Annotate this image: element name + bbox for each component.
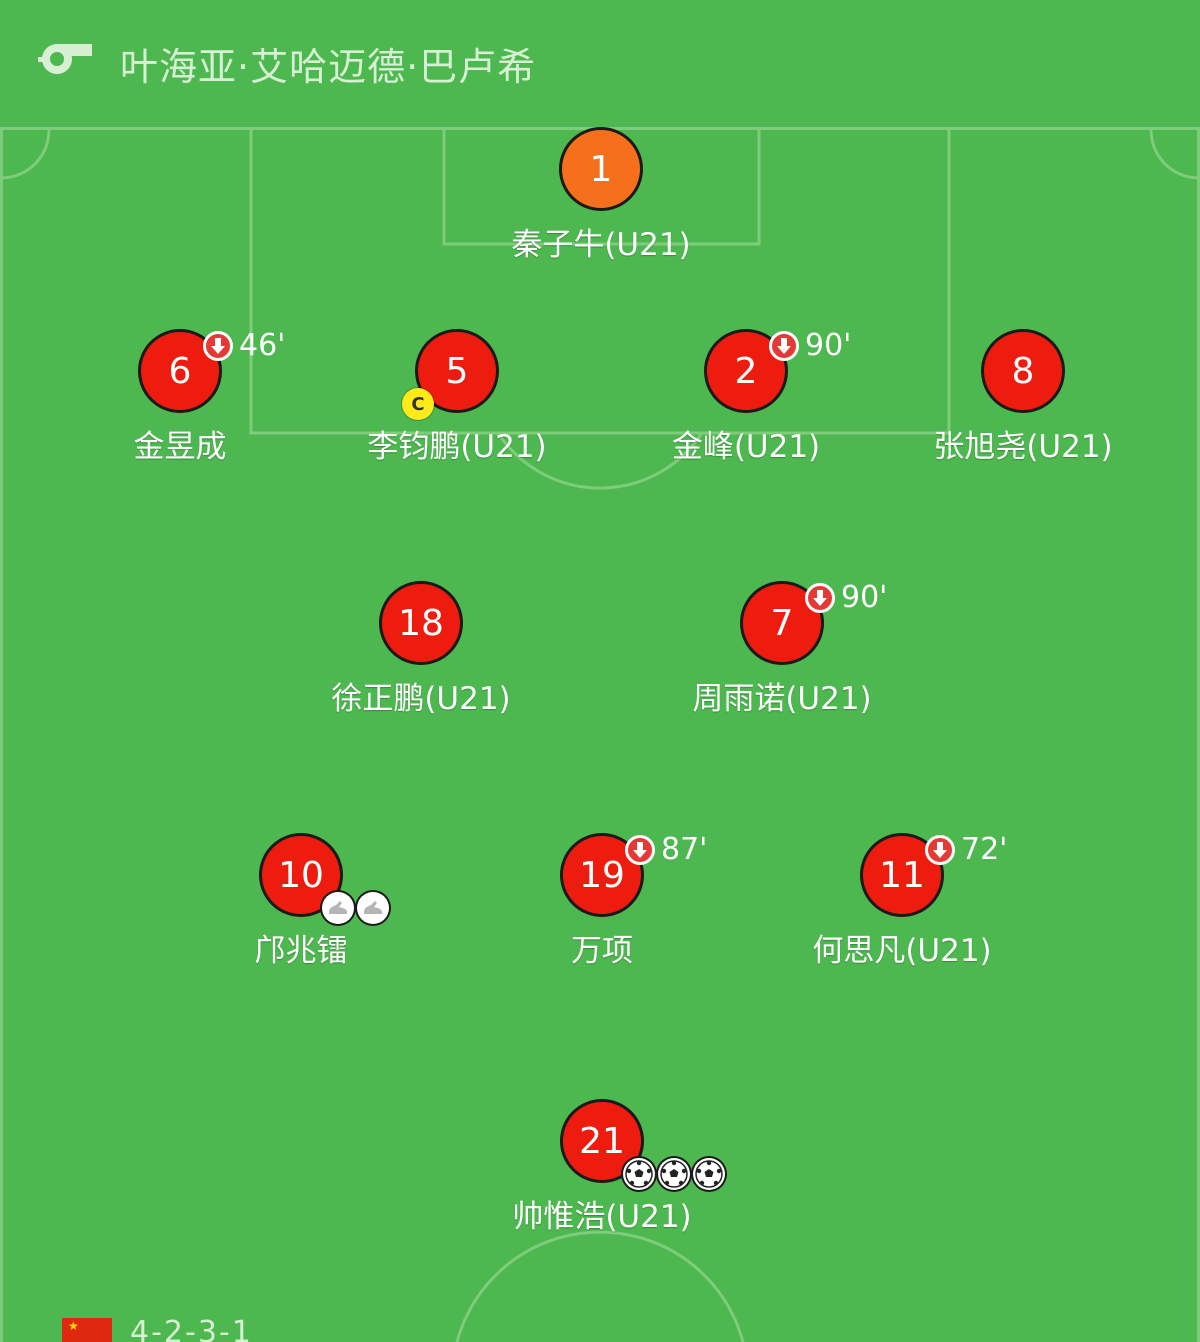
player-11[interactable]: 11 72' 何思凡(U21)	[752, 832, 1052, 970]
player-name: 万项	[571, 933, 633, 969]
assist-boot-icon	[322, 892, 354, 924]
jersey-number: 1	[559, 127, 643, 211]
player-name: 秦子牛(U21)	[511, 227, 691, 263]
player-name: 徐正鹏(U21)	[331, 681, 511, 717]
sub-out-icon	[625, 834, 655, 865]
whistle-icon	[38, 44, 92, 74]
player-name: 金峰(U21)	[671, 429, 821, 465]
player-18[interactable]: 18 徐正鹏(U21)	[271, 581, 571, 718]
jersey-number: 5 C	[402, 329, 499, 420]
jersey-number: 11 72'	[860, 832, 1007, 917]
referee-name: 叶海亚·艾哈迈德·巴卢希	[120, 45, 537, 89]
assist-boot-icon	[357, 892, 389, 924]
jersey-number: 19 87'	[560, 832, 707, 917]
sub-out-icon	[925, 834, 955, 865]
team-footer: ★ 4-2-3-1	[62, 1318, 253, 1342]
jersey-number: 2 90'	[704, 328, 851, 413]
jersey-number: 8	[981, 329, 1065, 413]
player-6[interactable]: 6 46' 金昱成	[30, 328, 330, 466]
sub-out-icon	[769, 330, 799, 361]
sub-minute: 90'	[841, 580, 888, 615]
assist-badges	[322, 892, 389, 924]
match-header: 叶海亚·艾哈迈德·巴卢希	[0, 0, 1200, 128]
substitution-indicator: 72'	[925, 832, 1007, 867]
sub-minute: 87'	[661, 832, 708, 867]
goal-badges	[623, 1158, 725, 1190]
jersey-number: 18	[379, 581, 463, 665]
substitution-indicator: 90'	[769, 328, 851, 363]
captain-badge: C	[402, 388, 434, 420]
player-name: 金昱成	[133, 429, 227, 465]
player-1[interactable]: 1 秦子牛(U21)	[451, 127, 751, 264]
jersey-number: 10	[259, 833, 389, 924]
sub-minute: 90'	[805, 328, 852, 363]
player-name: 周雨诺(U21)	[692, 681, 872, 717]
player-name: 张旭尧(U21)	[933, 429, 1113, 465]
player-5[interactable]: 5 C 李钧鹏(U21)	[307, 329, 607, 466]
player-7[interactable]: 7 90' 周雨诺(U21)	[632, 580, 932, 718]
sub-out-icon	[805, 582, 835, 613]
player-19[interactable]: 19 87' 万项	[452, 832, 752, 970]
player-name: 何思凡(U21)	[812, 933, 992, 969]
china-flag-icon: ★	[62, 1318, 112, 1342]
formation-label: 4-2-3-1	[130, 1315, 253, 1342]
sub-minute: 46'	[239, 328, 286, 363]
player-2[interactable]: 2 90' 金峰(U21)	[596, 328, 896, 466]
jersey-number: 21	[560, 1099, 725, 1190]
substitution-indicator: 87'	[625, 832, 707, 867]
soccer-ball-icon	[658, 1158, 690, 1190]
substitution-indicator: 46'	[203, 328, 285, 363]
substitution-indicator: 90'	[805, 580, 887, 615]
player-name: 帅惟浩(U21)	[512, 1199, 692, 1235]
player-10[interactable]: 10 邝兆镭	[151, 833, 451, 970]
player-name: 李钧鹏(U21)	[367, 429, 547, 465]
player-21[interactable]: 21 帅惟浩(U21)	[452, 1099, 752, 1236]
soccer-ball-icon	[623, 1158, 655, 1190]
player-8[interactable]: 8 张旭尧(U21)	[873, 329, 1173, 466]
sub-out-icon	[203, 330, 233, 361]
soccer-ball-icon	[693, 1158, 725, 1190]
sub-minute: 72'	[961, 832, 1008, 867]
jersey-number: 7 90'	[740, 580, 887, 665]
jersey-number: 6 46'	[138, 328, 285, 413]
player-name: 邝兆镭	[254, 933, 348, 969]
